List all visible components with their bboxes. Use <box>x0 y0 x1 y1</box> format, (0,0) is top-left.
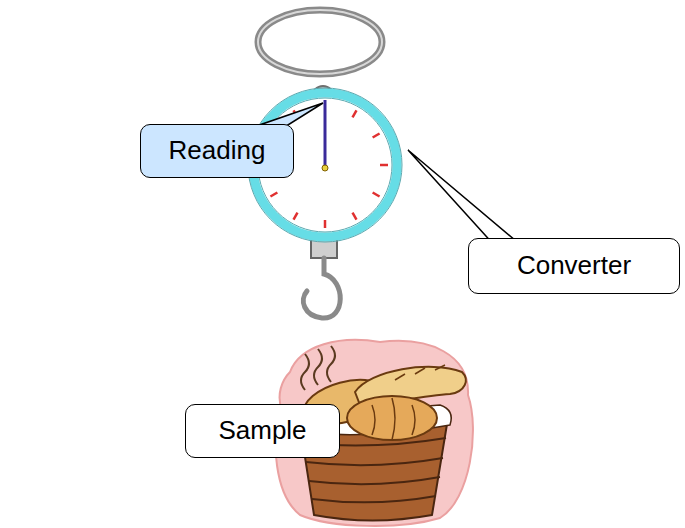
needle-pivot <box>322 165 328 171</box>
dial-tick <box>324 220 327 228</box>
dial-tick <box>294 213 298 220</box>
callout-label: Reading <box>169 135 266 166</box>
bread-scores <box>372 365 445 440</box>
dial-tick <box>353 110 357 117</box>
steam <box>301 346 335 390</box>
reading-callout: Reading <box>140 124 294 178</box>
needle <box>324 100 327 168</box>
hanging-ring <box>258 10 382 74</box>
dial-tick <box>373 134 380 138</box>
converter-callout-tail <box>408 150 522 246</box>
dial-tick <box>353 213 357 220</box>
sample-callout: Sample <box>185 404 340 458</box>
ring-highlight <box>258 10 382 74</box>
converter-callout: Converter <box>468 238 680 294</box>
croissant <box>347 396 437 440</box>
dial-tick <box>373 193 380 197</box>
hook <box>303 258 340 318</box>
dial-tick <box>380 164 388 167</box>
dial-tick <box>270 193 277 197</box>
callout-label: Converter <box>517 250 631 281</box>
callout-label: Sample <box>218 415 306 446</box>
